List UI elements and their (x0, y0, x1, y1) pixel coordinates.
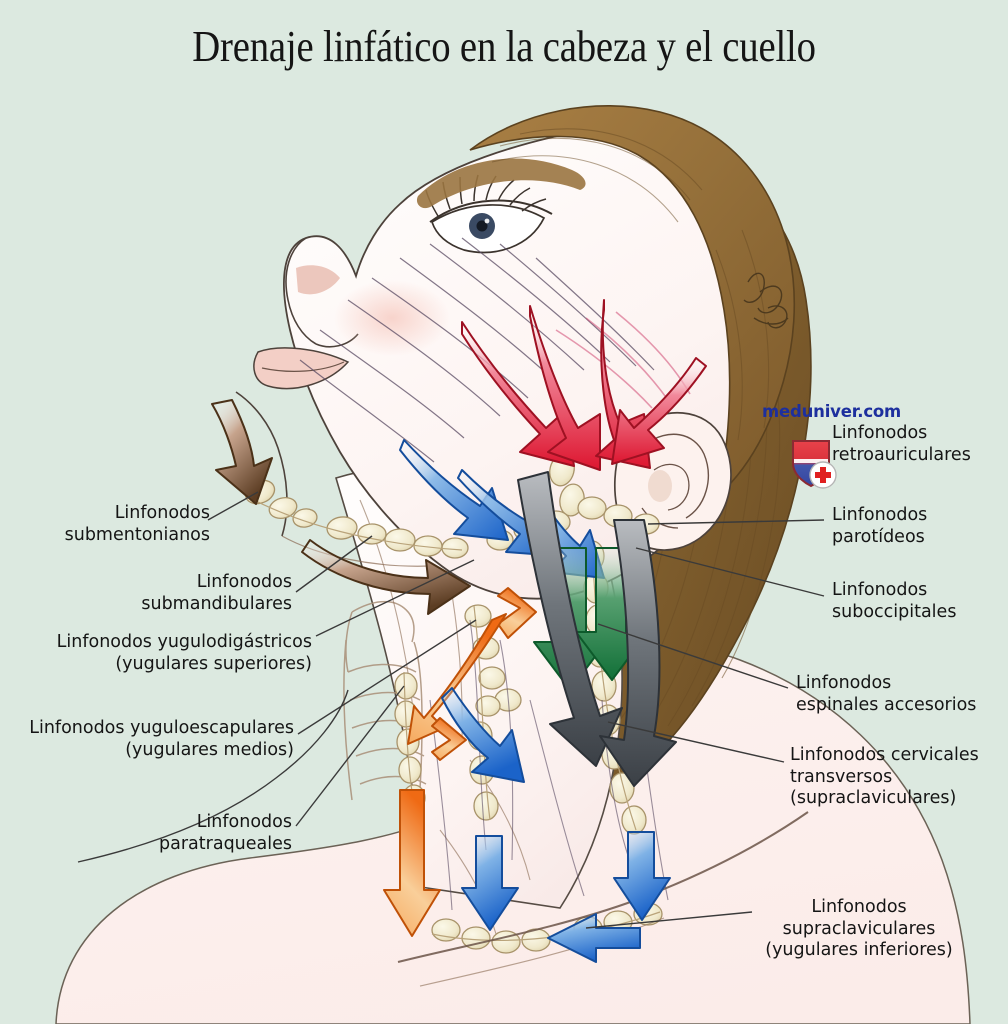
label-linfonodos-paratraqueales: Linfonodos paratraqueales (159, 812, 292, 854)
node-chain-submandibular (244, 479, 469, 559)
leader-lines (77, 491, 825, 929)
leader-submandibulares (295, 535, 373, 593)
label-linfonodos-parotideos: Linfonodos parotídeos (832, 505, 928, 547)
orange-arrow-descending (383, 789, 441, 937)
label-linfonodos-yugulodigastricos: Linfonodos yugulodigástricos (yugulares … (56, 632, 312, 674)
orange-double-arrow-paratracheal (407, 587, 537, 761)
label-linfonodos-suboccipitales: Linfonodos suboccipitales (832, 580, 957, 622)
jaw-line (281, 535, 431, 567)
eyebrow (416, 158, 586, 209)
label-linfonodos-submentonianos: Linfonodos submentonianos (64, 503, 210, 545)
leader-paratraqueales-curve (77, 689, 349, 863)
label-linfonodos-espinales-accesorios: Linfonodos espinales accesorios (796, 673, 977, 715)
leader-espinales-accesorios (597, 623, 789, 689)
leader-supraclaviculares (585, 911, 753, 929)
leader-suboccipitales (635, 547, 825, 597)
blue-arrows-supraclavicular (441, 687, 671, 963)
leader-yugulodigastricos (315, 559, 475, 637)
label-linfonodos-supraclaviculares: Linfonodos supraclaviculares (yugulares … (765, 897, 953, 960)
label-linfonodos-submandibulares: Linfonodos submandibulares (141, 572, 292, 614)
watermark-text: meduniver.com (762, 402, 902, 421)
pupil (476, 220, 488, 232)
leader-parotideos (647, 519, 825, 525)
page-title: Drenaje linfático en la cabeza y el cuel… (192, 22, 816, 71)
shield-red-cross-icon (792, 440, 837, 489)
artist-signature (743, 272, 789, 329)
lymph-vessels-face (299, 237, 655, 463)
nostril (296, 265, 340, 295)
label-linfonodos-cervicales-transversos: Linfonodos cervicales transversos (supra… (790, 745, 979, 808)
leader-submentonianos (207, 491, 259, 521)
label-linfonodos-retroauriculares: Linfonodos retroauriculares (832, 423, 971, 465)
leader-cervicales-transversos (607, 721, 785, 763)
brown-arrows-chin (211, 399, 471, 615)
red-arrow-retroauricular (611, 357, 707, 465)
leader-paratraqueales (295, 685, 405, 827)
hair-strands-front (491, 128, 770, 441)
leader-yuguloescapulares (297, 619, 477, 735)
cheek-blush (334, 280, 450, 356)
gray-arrows-jugular (517, 471, 677, 787)
label-linfonodos-yuguloescapulares: Linfonodos yuguloescapulares (yugulares … (29, 718, 294, 760)
